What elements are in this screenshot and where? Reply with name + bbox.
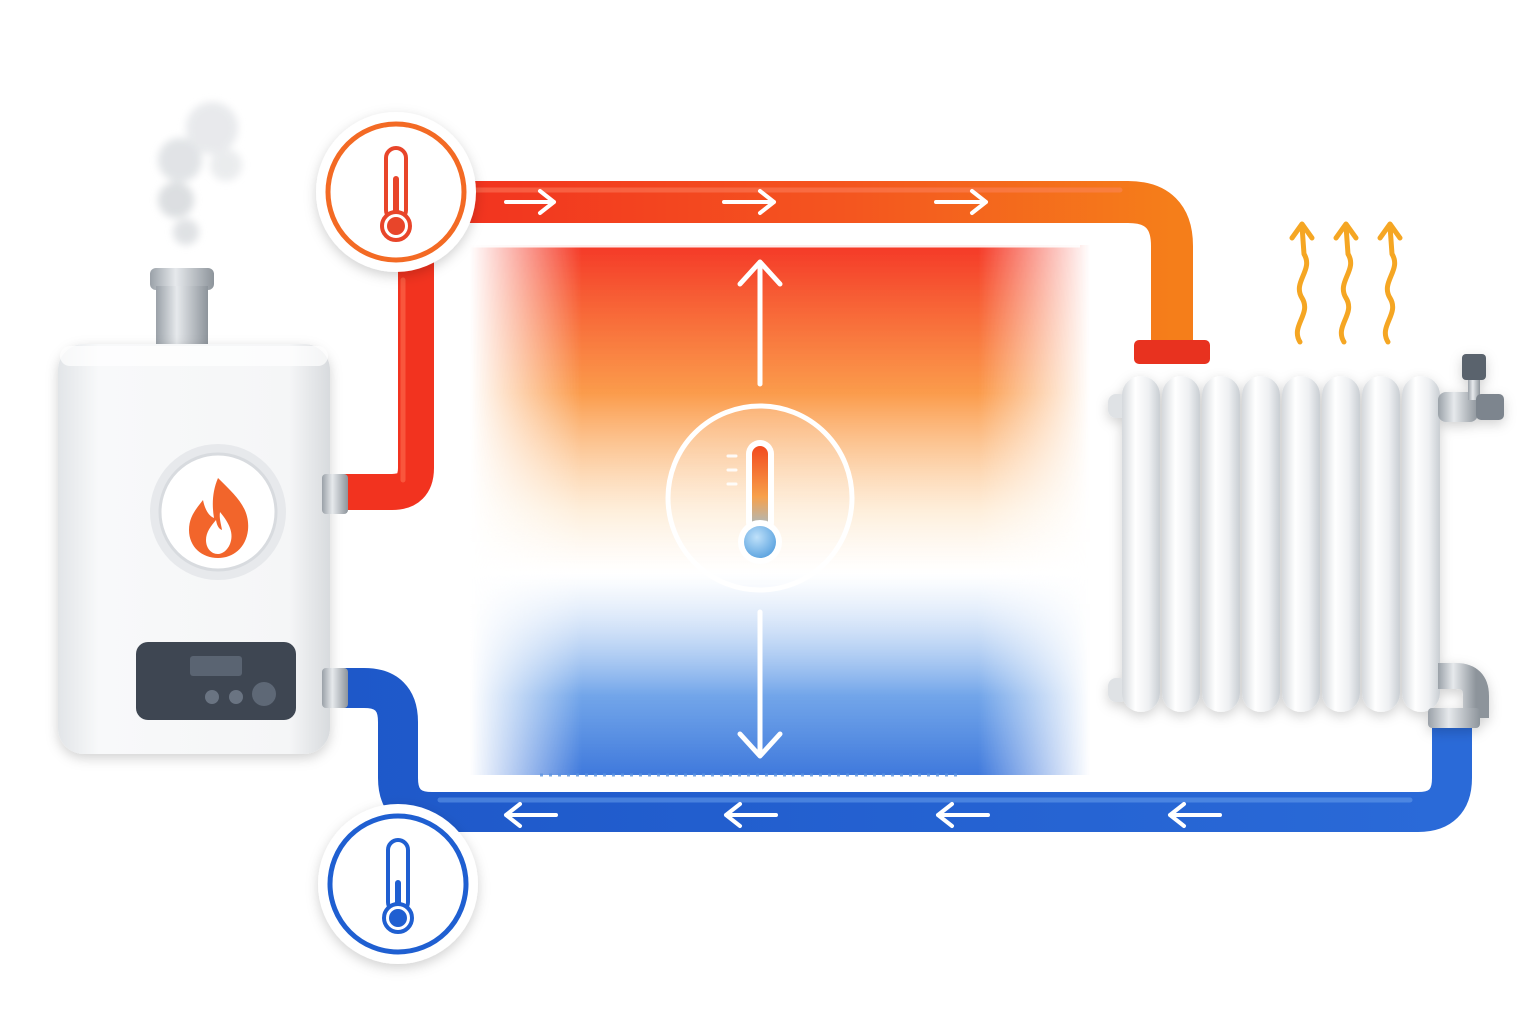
return-pipe xyxy=(336,668,1472,832)
supply-coupling xyxy=(1134,340,1210,364)
radiator-fins xyxy=(1122,376,1440,712)
radiator-valve-knob xyxy=(1462,354,1486,380)
thermometer-icon xyxy=(380,146,412,242)
heat-wave-icon xyxy=(1289,221,1403,345)
return-flow-arrows xyxy=(504,802,1222,828)
boiler xyxy=(58,268,348,754)
boiler-supply-outlet xyxy=(322,474,348,514)
boiler-knob xyxy=(252,682,276,706)
room-thermometer xyxy=(665,259,855,759)
return-thermometer xyxy=(318,804,478,964)
boiler-flue-cap xyxy=(150,268,214,290)
thermometer-icon xyxy=(382,838,414,934)
supply-flow-arrows xyxy=(504,189,988,215)
boiler-flue xyxy=(156,286,208,344)
supply-thermometer xyxy=(316,112,476,272)
sinking-air-arrow xyxy=(737,609,783,759)
rising-air-arrow xyxy=(737,259,783,387)
room-heat-gradient xyxy=(470,244,1090,777)
boiler-display xyxy=(190,656,242,676)
flame-icon xyxy=(189,478,249,558)
radiator-return-fitting xyxy=(1428,708,1480,728)
steam-icon xyxy=(158,102,242,245)
radiator xyxy=(1108,354,1504,728)
boiler-return-inlet xyxy=(322,668,348,708)
boiler-button xyxy=(205,690,219,704)
boiler-control-panel xyxy=(136,642,296,720)
supply-pipe xyxy=(318,181,1210,510)
boiler-button xyxy=(229,690,243,704)
thermometer-icon xyxy=(726,440,782,564)
